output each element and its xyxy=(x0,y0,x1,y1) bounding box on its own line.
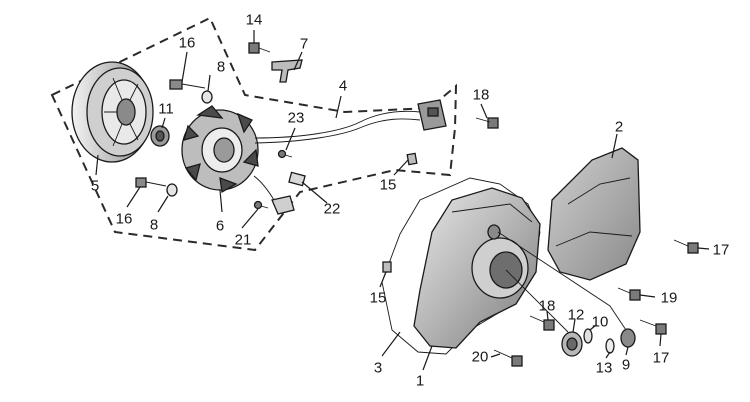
bolt-17-lower xyxy=(639,319,667,335)
bolt-14 xyxy=(248,42,271,54)
callout-20: 20 xyxy=(472,349,489,366)
pin-15-lower xyxy=(382,261,392,273)
callout-12: 12 xyxy=(568,307,585,324)
callout-8-upper: 8 xyxy=(217,59,225,76)
timing-plug-9 xyxy=(620,328,636,348)
callout-17-upper: 17 xyxy=(713,242,730,259)
callout-8-lower: 8 xyxy=(150,217,158,234)
clamp-22 xyxy=(288,171,306,187)
callout-7: 7 xyxy=(300,36,308,53)
stator-screw-21 xyxy=(253,200,269,210)
callout-11: 11 xyxy=(158,101,174,118)
wiring-harness xyxy=(254,99,447,144)
bolt-19 xyxy=(617,287,641,301)
callout-16-lower: 16 xyxy=(116,211,133,228)
bolt-18-lower xyxy=(529,315,555,331)
callout-15-upper: 15 xyxy=(380,177,397,194)
assembly-boundary-dashed xyxy=(50,16,458,252)
bolt-upper-16 xyxy=(169,79,206,90)
retaining-bracket-7 xyxy=(271,59,303,83)
callout-1: 1 xyxy=(416,373,424,390)
leader-lines xyxy=(95,30,710,371)
callout-14: 14 xyxy=(246,12,263,29)
o-ring-10 xyxy=(583,328,593,344)
stator-screw-23 xyxy=(277,149,293,159)
callout-15-lower: 15 xyxy=(370,290,387,307)
callout-18-upper: 18 xyxy=(473,87,490,104)
callout-6: 6 xyxy=(216,218,224,235)
callout-10: 10 xyxy=(592,314,609,331)
stator-coil xyxy=(181,105,259,194)
inspection-plug-12 xyxy=(561,331,583,357)
pickup-coil xyxy=(253,175,295,215)
callout-23: 23 xyxy=(288,110,305,127)
callout-3: 3 xyxy=(374,360,382,377)
bolt-18-upper xyxy=(475,117,499,129)
callout-9: 9 xyxy=(622,357,630,374)
bolt-20 xyxy=(493,349,523,367)
flywheel-rotor xyxy=(71,61,154,163)
callout-22: 22 xyxy=(324,201,341,218)
pin-15-upper xyxy=(406,152,418,166)
callout-21: 21 xyxy=(235,232,252,249)
crankcase-cover xyxy=(413,187,541,349)
callout-4: 4 xyxy=(339,78,347,95)
callout-19: 19 xyxy=(661,290,678,307)
bolt-lower-16 xyxy=(135,177,167,188)
assembly-line xyxy=(497,231,627,331)
flywheel-nut xyxy=(150,125,170,147)
callout-5: 5 xyxy=(91,178,99,195)
washer-lower-8 xyxy=(166,183,178,197)
callout-17-lower: 17 xyxy=(653,350,670,367)
side-guard-plate xyxy=(547,147,641,281)
callout-2: 2 xyxy=(615,119,623,136)
callout-13: 13 xyxy=(596,360,613,377)
bolt-17-upper xyxy=(673,239,699,254)
assembly-line xyxy=(505,269,569,333)
callout-16-upper: 16 xyxy=(179,35,196,52)
washer-upper-8 xyxy=(201,90,213,104)
callout-18-lower: 18 xyxy=(539,298,556,315)
seal-13 xyxy=(605,338,615,354)
